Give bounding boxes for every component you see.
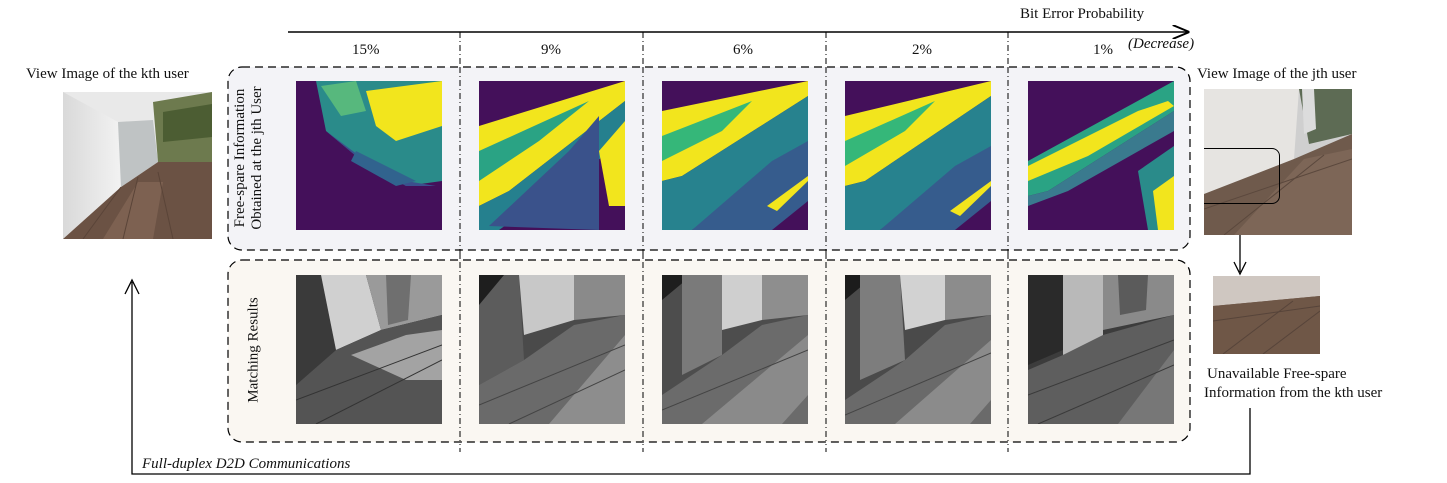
down-arrow-icon <box>1233 261 1247 276</box>
feedback-label: Full-duplex D2D Communications <box>142 456 351 472</box>
heatmap-2 <box>845 81 991 230</box>
match-result-1 <box>1028 275 1174 424</box>
column-label-9: 9% <box>541 42 561 58</box>
axis-title: Bit Error Probability <box>1020 6 1145 22</box>
right-image-caption: View Image of the jth user <box>1197 66 1357 82</box>
bottom-row-label-text: Matching Results <box>245 297 262 403</box>
match-result-2 <box>845 275 991 424</box>
top-row-label-line1: Free-spare Information <box>232 88 248 228</box>
unavailable-caption-line1: Unavailable Free-spare <box>1207 366 1347 382</box>
heatmap-6 <box>662 81 808 230</box>
heatmap-9 <box>479 81 625 230</box>
match-result-9 <box>479 275 625 424</box>
kth-user-view-image <box>63 92 212 239</box>
column-label-1: 1% <box>1093 42 1113 58</box>
heatmap-1 <box>1028 81 1174 230</box>
left-image-caption: View Image of the kth user <box>26 66 189 82</box>
unavailable-region-crop <box>1213 276 1320 354</box>
up-arrow-icon <box>124 278 140 295</box>
feedback-loop-line <box>131 282 1251 475</box>
heatmap-15 <box>296 81 442 230</box>
jth-user-view-image <box>1204 89 1352 235</box>
column-label-15: 15% <box>352 42 380 58</box>
axis-direction-note: (Decrease) <box>1128 36 1195 52</box>
column-label-2: 2% <box>912 42 932 58</box>
top-row-label-line2: Obtained at the jth User <box>249 86 265 230</box>
unavailable-caption-line2: Information from the kth user <box>1204 385 1383 401</box>
match-result-15 <box>296 275 442 424</box>
match-result-6 <box>662 275 808 424</box>
column-label-6: 6% <box>733 42 753 58</box>
selected-region-box <box>1204 148 1280 204</box>
